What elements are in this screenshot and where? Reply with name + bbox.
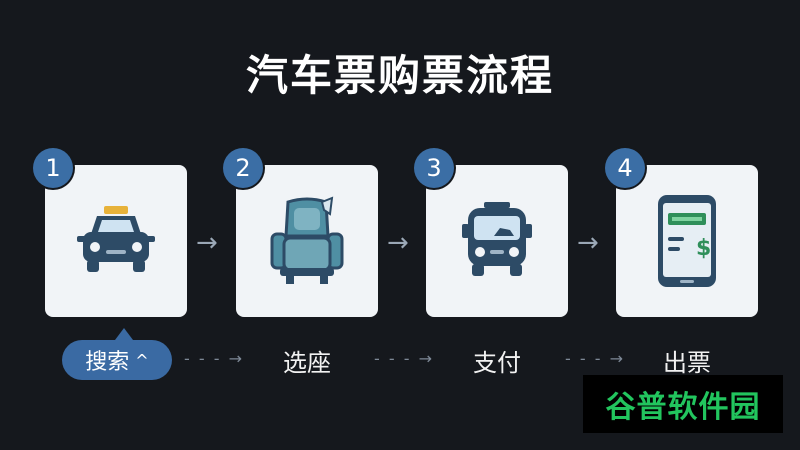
step-label-3: 支付 [473,349,521,377]
step-badge-4: 4 [605,148,645,188]
step-label-2: 选座 [283,349,331,377]
phone-ticket-icon: $ [658,195,716,287]
step-card-2 [236,165,378,317]
arrow-icon: → [577,228,599,258]
step-card-3 [426,165,568,317]
chip-pointer [115,328,133,340]
seat-icon [270,196,344,284]
step-badge-2: 2 [223,148,263,188]
step-card-4: $ [616,165,758,317]
step-card-1 [45,165,187,317]
bus-icon [462,202,532,276]
caret-up-icon: ^ [135,350,149,370]
dashed-arrow-icon: - - - → [565,349,625,368]
watermark-logo: 谷普软件园 [583,375,783,433]
taxi-icon [77,206,155,272]
arrow-icon: → [387,228,409,258]
search-step-label: 搜索 [85,350,130,375]
search-step-button[interactable]: 搜索 ^ [62,328,172,380]
ticket-symbol: $ [696,236,711,261]
step-badge-1: 1 [33,148,73,188]
dashed-arrow-icon: - - - → [184,349,244,368]
step-label-4: 出票 [663,349,711,377]
page-title: 汽车票购票流程 [245,51,554,100]
dashed-arrow-icon: - - - → [374,349,434,368]
arrow-icon: → [196,228,218,258]
step-badge-3: 3 [414,148,454,188]
